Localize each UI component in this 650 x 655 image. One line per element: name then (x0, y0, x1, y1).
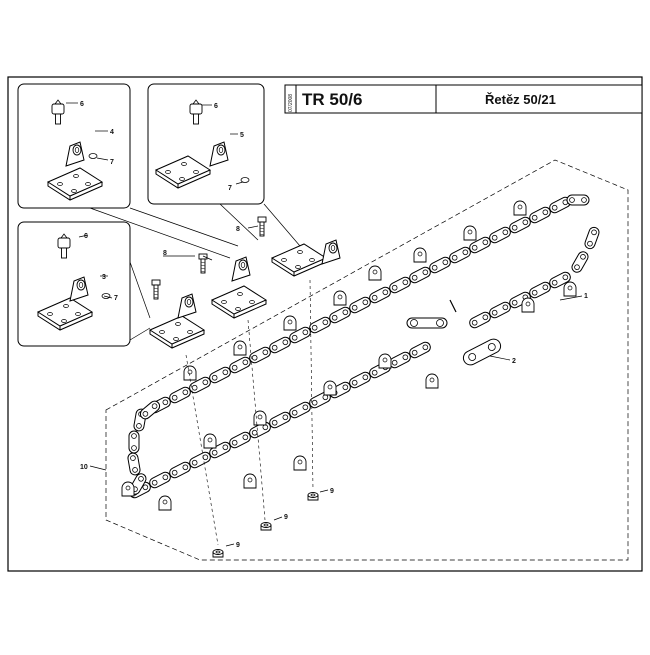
callout-8: 8 (236, 226, 240, 233)
callout-6: 6 (84, 233, 88, 240)
callout-labels: 6 4 7 6 5 7 6 3 7 8 8 1 2 10 9 9 9 (80, 101, 588, 549)
callout-3: 3 (102, 274, 106, 281)
alignment-lines (185, 279, 314, 546)
title-block: 07/2008 TR 50/6 Řetěz 50/21 (284, 84, 643, 114)
master-link (406, 299, 457, 329)
callout-2: 2 (512, 358, 516, 365)
callout-7: 7 (228, 185, 232, 192)
sheet-frame (7, 76, 643, 572)
nuts (212, 492, 319, 558)
detail-box-holder-4 (17, 83, 131, 209)
chain-assembly (105, 159, 629, 561)
callout-6: 6 (80, 101, 84, 108)
detail-box-holder-3 (17, 221, 131, 347)
callout-6: 6 (214, 103, 218, 110)
callout-4: 4 (110, 129, 114, 136)
side-plate (462, 338, 502, 366)
callout-9: 9 (236, 542, 240, 549)
callout-7: 7 (110, 159, 114, 166)
detail-box-holder-5 (147, 83, 265, 205)
model-number: TR 50/6 (302, 90, 362, 109)
callout-9: 9 (284, 514, 288, 521)
callout-8: 8 (163, 250, 167, 257)
callout-9: 9 (330, 488, 334, 495)
part-description: Řetěz 50/21 (485, 92, 556, 107)
detail-leader-lines (89, 203, 301, 341)
callout-10: 10 (80, 464, 88, 471)
drawing-date: 07/2008 (288, 94, 294, 112)
callout-1: 1 (584, 293, 588, 300)
callout-leaders (66, 102, 583, 547)
callout-7: 7 (114, 295, 118, 302)
callout-5: 5 (240, 132, 244, 139)
